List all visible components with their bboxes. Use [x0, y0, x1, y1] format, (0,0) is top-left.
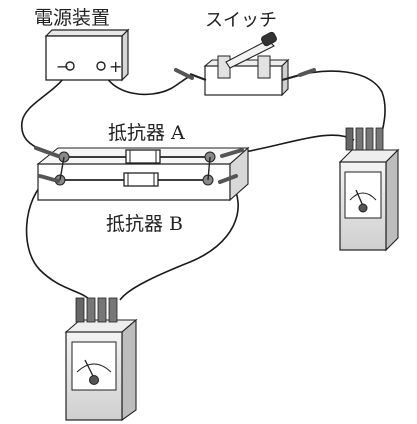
minus-label: − [56, 57, 69, 76]
minus-terminal [65, 61, 75, 71]
resistor-a-label: 抵抗器 A [108, 122, 185, 144]
resistor-b [54, 172, 214, 187]
wire-plus-to-switch [101, 67, 191, 96]
wire-left-node-to-bottom-meter [25, 177, 91, 301]
wires [20, 67, 386, 301]
meter-bottom [64, 297, 138, 422]
power-supply [44, 28, 130, 82]
switch [174, 31, 316, 97]
resistor-b-label: 抵抗器 B [106, 213, 183, 235]
power-supply-label: 電源装置 [34, 7, 110, 29]
wire-switch-to-meter-right [291, 70, 386, 141]
switch-label: スイッチ [205, 10, 277, 31]
meter-right [338, 127, 400, 252]
wire-right-node-to-meter-right [237, 134, 355, 154]
switch-lever [225, 39, 275, 69]
wire-right-node-to-bottom-meter [119, 179, 239, 301]
resistor-board [34, 146, 250, 202]
wire-minus-to-left-node [20, 67, 71, 151]
plus-label: + [109, 57, 122, 76]
plus-terminal [96, 61, 106, 71]
